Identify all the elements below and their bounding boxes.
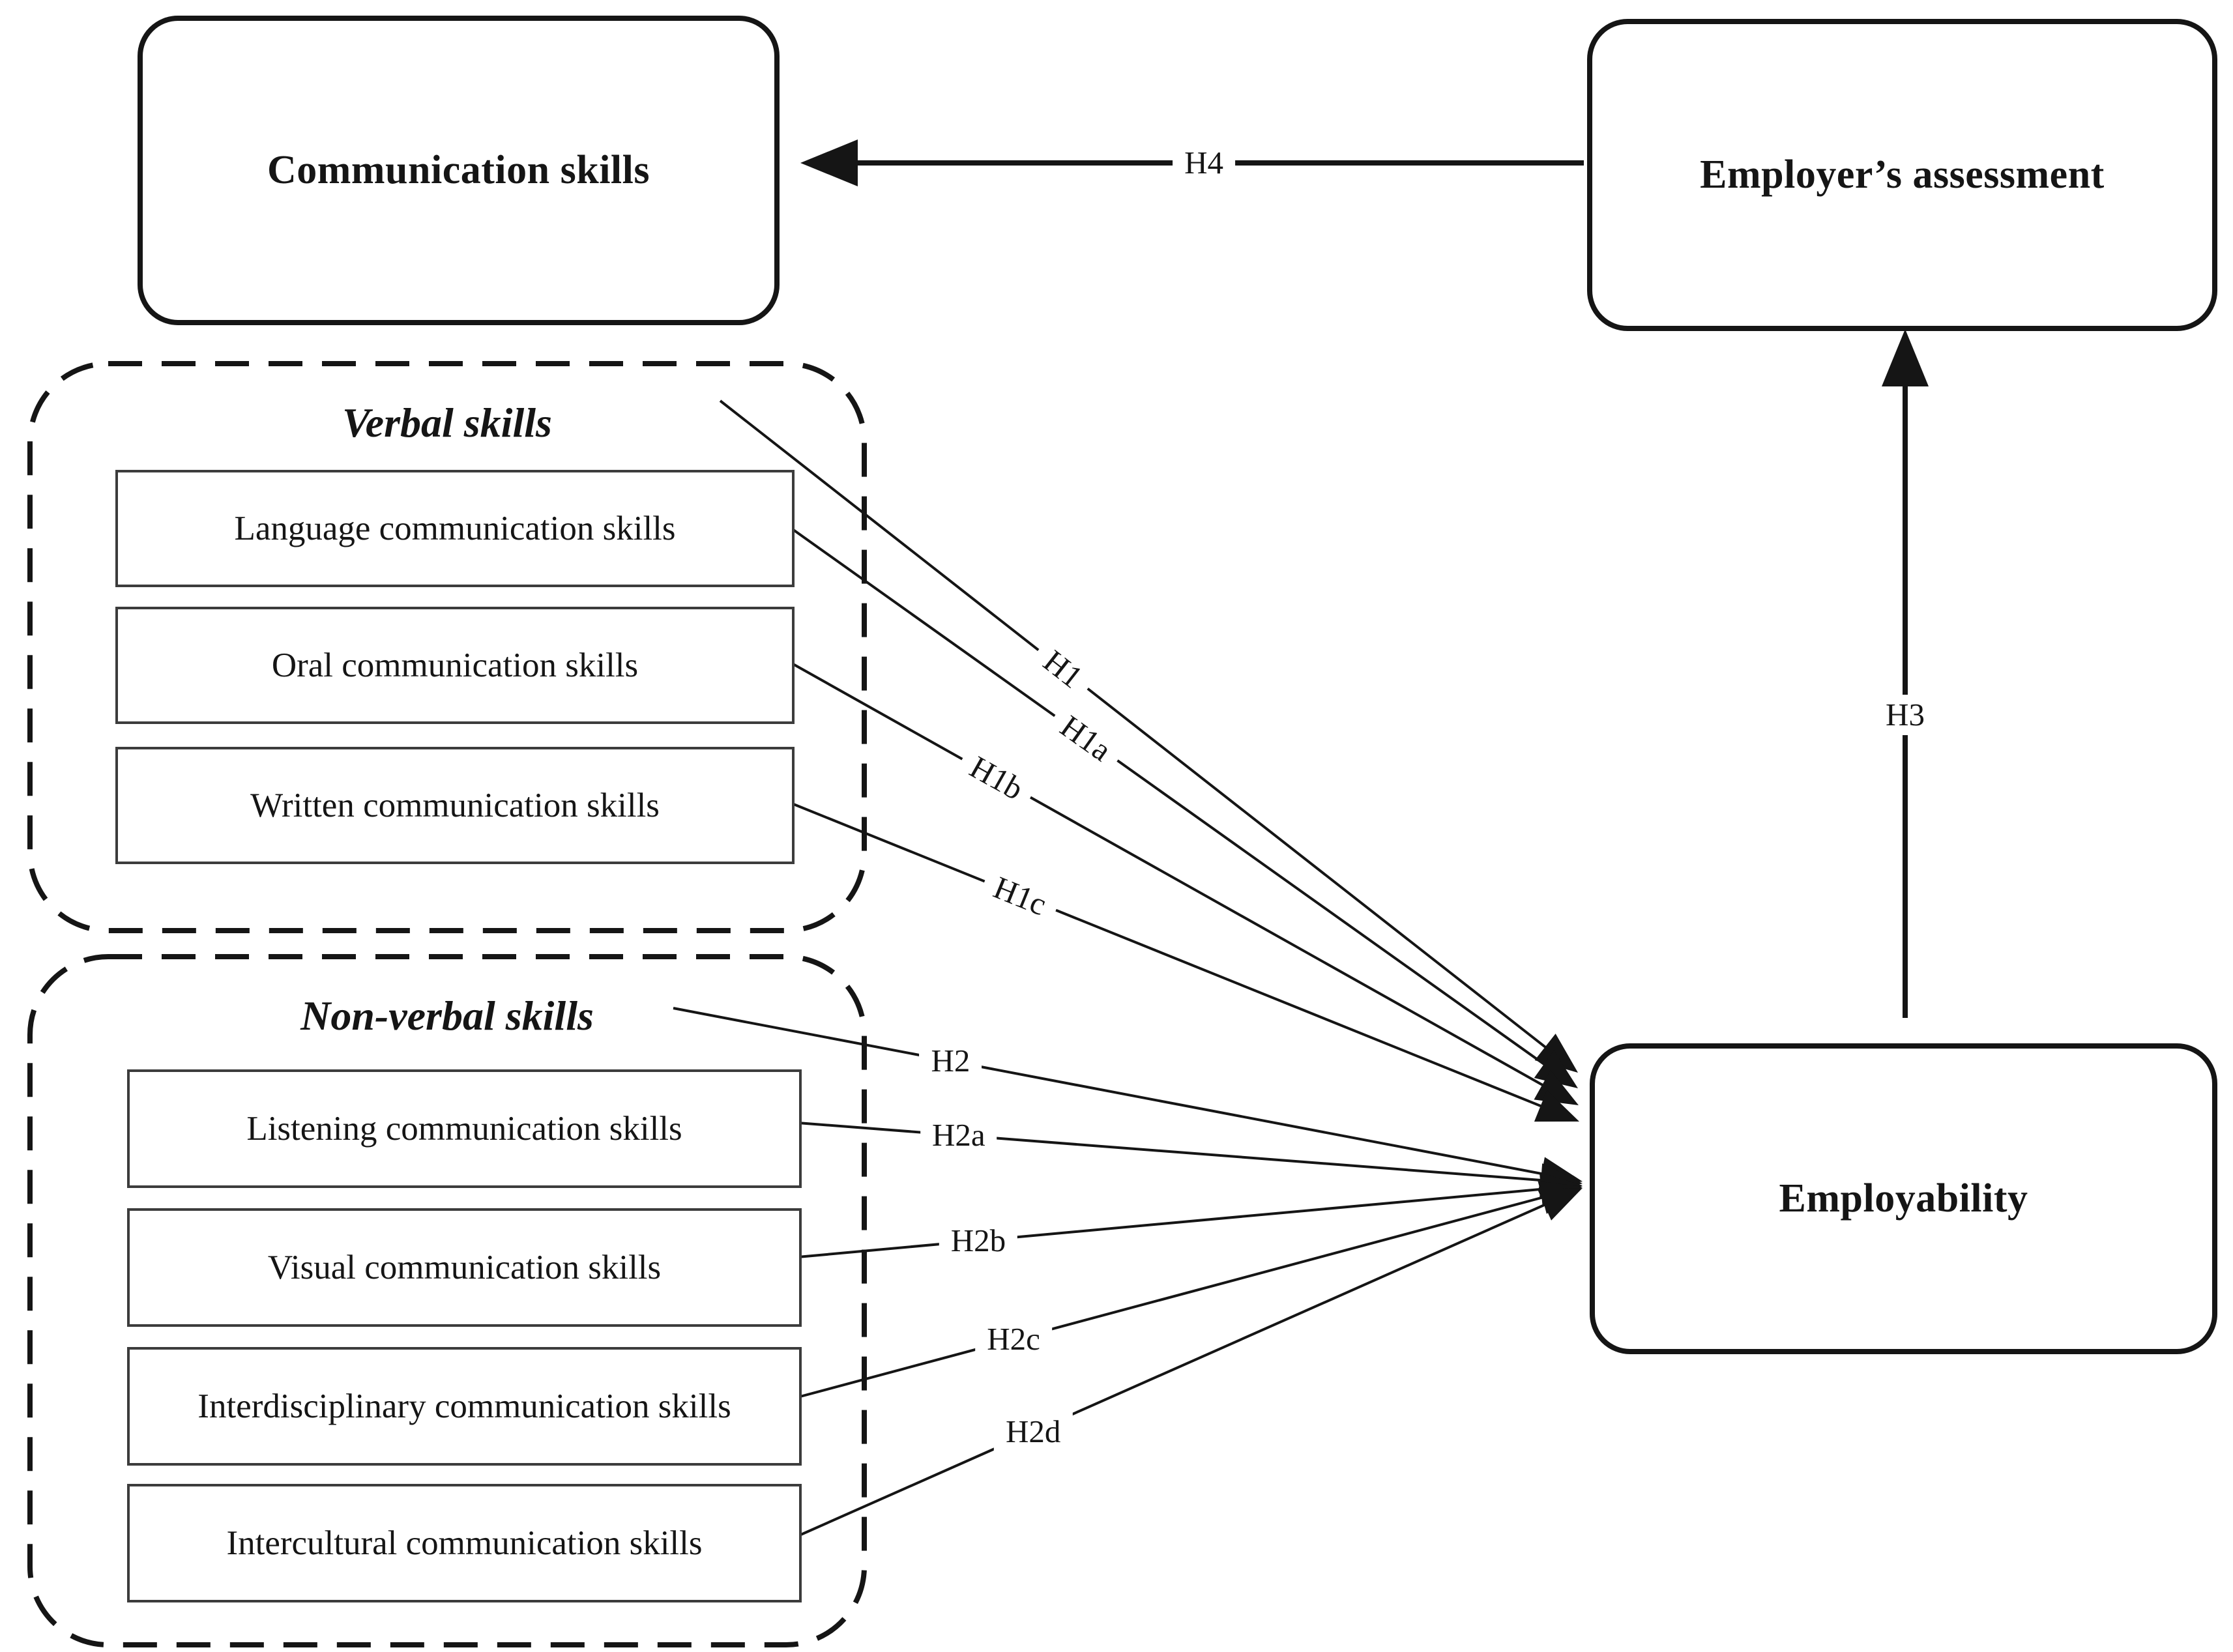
arrow-H2d bbox=[797, 1188, 1583, 1537]
group-verbal-skills-title: Verbal skills bbox=[342, 399, 552, 446]
arrow-H3 bbox=[1882, 329, 1929, 1018]
node-interdisciplinary-communication-skills-label: Interdisciplinary communication skills bbox=[197, 1387, 731, 1425]
arrow-H2-line bbox=[673, 1007, 1560, 1179]
nonverbal-skills-outline bbox=[27, 954, 867, 1647]
arrowhead-H2d-icon bbox=[1537, 1188, 1583, 1221]
hypothesis-label-H2a: H2a bbox=[920, 1115, 997, 1156]
arrow-H2c bbox=[797, 1181, 1583, 1398]
hypothesis-label-H2b: H2b bbox=[939, 1220, 1018, 1261]
arrowhead-H1a-icon bbox=[1534, 1050, 1578, 1088]
arrow-H2d-line bbox=[797, 1196, 1562, 1537]
arrow-H1b bbox=[791, 662, 1579, 1105]
node-intercultural-communication-skills: Intercultural communication skills bbox=[127, 1484, 802, 1602]
hypothesis-label-H2: H2 bbox=[919, 1041, 982, 1082]
node-visual-communication-skills: Visual communication skills bbox=[127, 1208, 802, 1327]
node-visual-communication-skills-label: Visual communication skills bbox=[267, 1249, 662, 1286]
hypothesis-label-H4: H4 bbox=[1173, 143, 1235, 183]
arrow-H1c bbox=[791, 802, 1579, 1122]
arrowhead-H3-icon bbox=[1882, 329, 1929, 386]
node-written-communication-skills: Written communication skills bbox=[115, 747, 795, 864]
arrowhead-H4-icon bbox=[800, 139, 858, 186]
arrow-H2a-line bbox=[797, 1122, 1560, 1183]
node-employers-assessment-label: Employer’s assessment bbox=[1700, 152, 2105, 197]
node-listening-communication-skills: Listening communication skills bbox=[127, 1069, 802, 1188]
group-nonverbal-skills: Non-verbal skills Listening communicatio… bbox=[27, 954, 867, 1647]
hypothesis-label-H2d: H2d bbox=[993, 1411, 1073, 1452]
node-employability: Employability bbox=[1590, 1043, 2217, 1354]
arrow-H2c-line bbox=[797, 1191, 1561, 1398]
node-language-communication-skills-label: Language communication skills bbox=[234, 510, 676, 547]
group-verbal-skills: Verbal skills Language communication ski… bbox=[27, 361, 867, 933]
node-employability-label: Employability bbox=[1779, 1176, 2028, 1221]
arrow-H1a bbox=[789, 527, 1578, 1088]
node-communication-skills-label: Communication skills bbox=[267, 148, 650, 192]
node-oral-communication-skills: Oral communication skills bbox=[115, 607, 795, 724]
arrow-H1a-line bbox=[789, 527, 1560, 1077]
arrow-H1b-line bbox=[791, 662, 1560, 1095]
node-interdisciplinary-communication-skills: Interdisciplinary communication skills bbox=[127, 1347, 802, 1466]
node-language-communication-skills: Language communication skills bbox=[115, 470, 795, 587]
arrow-H2b bbox=[797, 1172, 1583, 1258]
node-oral-communication-skills-label: Oral communication skills bbox=[271, 646, 639, 684]
arrow-H2b-line bbox=[797, 1186, 1560, 1258]
arrowhead-H1c-icon bbox=[1534, 1090, 1579, 1122]
verbal-skills-outline bbox=[27, 361, 867, 933]
hypothesis-label-H2c: H2c bbox=[975, 1319, 1052, 1360]
node-communication-skills: Communication skills bbox=[138, 16, 780, 325]
node-written-communication-skills-label: Written communication skills bbox=[250, 787, 660, 824]
node-employers-assessment: Employer’s assessment bbox=[1587, 19, 2217, 331]
arrow-H1-line bbox=[719, 399, 1561, 1060]
hypothesis-label-H3: H3 bbox=[1874, 694, 1936, 735]
node-listening-communication-skills-label: Listening communication skills bbox=[246, 1110, 682, 1148]
arrow-H1c-line bbox=[791, 802, 1559, 1114]
group-nonverbal-skills-title: Non-verbal skills bbox=[300, 993, 594, 1039]
node-intercultural-communication-skills-label: Intercultural communication skills bbox=[226, 1524, 703, 1562]
